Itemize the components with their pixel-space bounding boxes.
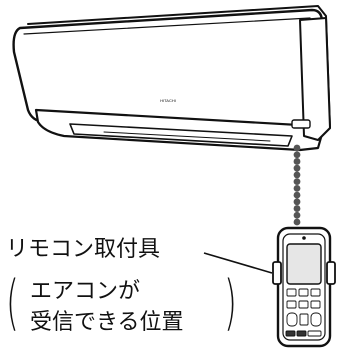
remote-holder-right-clip xyxy=(326,261,336,285)
note-line-2: 受信できる位置 xyxy=(30,310,184,335)
remote-button xyxy=(298,288,309,297)
remote-button xyxy=(286,288,297,297)
remote-button-grid xyxy=(285,288,322,337)
remote-fan-button xyxy=(310,312,322,327)
remote-control xyxy=(272,226,336,348)
signal-dot xyxy=(293,158,301,165)
signal-dot xyxy=(293,184,301,192)
remote-holder-left-clip xyxy=(272,261,282,285)
aircon-louver-line xyxy=(103,131,271,142)
remote-emitter xyxy=(302,236,306,240)
remote-display-screen xyxy=(286,243,322,285)
remote-holder-label: リモコン取付具 xyxy=(6,237,161,262)
note-open-paren: ( xyxy=(6,268,19,338)
signal-dot xyxy=(293,191,301,199)
remote-center-button xyxy=(299,313,309,326)
note-close-paren: ) xyxy=(224,268,237,338)
remote-bottom-button xyxy=(285,330,296,337)
remote-button xyxy=(310,300,321,309)
signal-dot xyxy=(293,211,301,219)
signal-dot xyxy=(293,178,301,186)
remote-inner-frame xyxy=(282,233,326,341)
signal-dot xyxy=(293,164,301,172)
remote-bottom-button xyxy=(296,330,307,337)
aircon-louver xyxy=(69,123,293,147)
air-conditioner-unit: HITACHI xyxy=(12,5,331,152)
aircon-sensor xyxy=(291,119,311,129)
signal-dots xyxy=(293,144,301,226)
signal-dot xyxy=(293,205,301,212)
note-line-1: エアコンが xyxy=(30,279,141,304)
signal-dot xyxy=(293,144,301,152)
remote-button xyxy=(310,288,321,297)
remote-bottom-button xyxy=(307,330,322,337)
signal-dot xyxy=(293,151,301,159)
callout-leader-line xyxy=(203,252,273,274)
signal-dot xyxy=(293,171,301,179)
aircon-brand-logo: HITACHI xyxy=(160,98,176,103)
remote-button xyxy=(298,300,309,309)
remote-temp-button xyxy=(286,312,298,327)
signal-dot xyxy=(293,198,301,206)
remote-button xyxy=(286,300,297,309)
aircon-side-casing xyxy=(299,17,331,141)
signal-dot xyxy=(293,218,301,226)
